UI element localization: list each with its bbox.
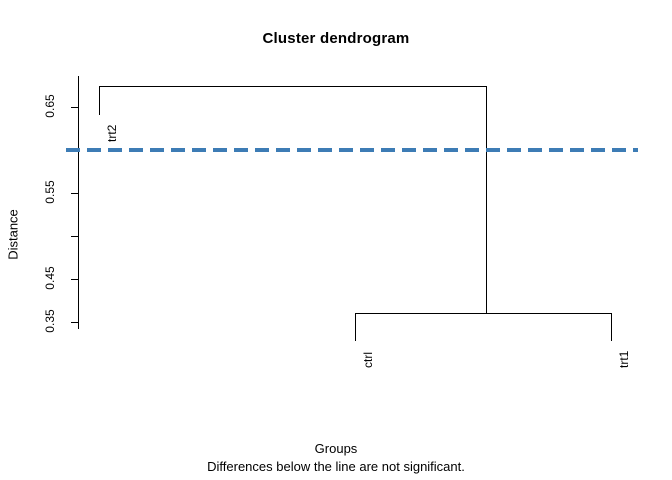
dendrogram-root-hline	[99, 86, 487, 87]
dendrogram-inner-hline	[355, 313, 612, 314]
x-axis-title: Groups	[314, 441, 358, 456]
dendrogram-leaf-vline-ctrl	[355, 313, 356, 341]
y-tick-label-035: 0.35	[43, 309, 57, 333]
page-title: Cluster dendrogram	[262, 30, 410, 47]
y-tick-mark	[71, 236, 78, 237]
y-tick-label-065: 0.65	[43, 94, 57, 118]
y-axis-line	[78, 76, 79, 329]
dendrogram-leaf-vline-trt1	[611, 313, 612, 341]
y-axis-title: Distance	[5, 209, 21, 260]
y-tick-label-045: 0.45	[43, 266, 57, 290]
dendrogram-root-vline-right	[486, 86, 487, 314]
y-tick-mark	[71, 322, 78, 323]
leaf-label-trt1: trt1	[617, 350, 631, 368]
y-tick-mark	[71, 107, 78, 108]
x-axis-note: Differences below the line are not signi…	[207, 459, 465, 474]
y-tick-label-055: 0.55	[43, 180, 57, 204]
y-tick-mark	[71, 279, 78, 280]
y-tick-mark	[71, 193, 78, 194]
dendrogram-leaf-vline-trt2	[99, 86, 100, 115]
leaf-label-trt2: trt2	[105, 124, 119, 142]
leaf-label-ctrl: ctrl	[361, 352, 375, 368]
significance-threshold-line	[66, 148, 638, 152]
